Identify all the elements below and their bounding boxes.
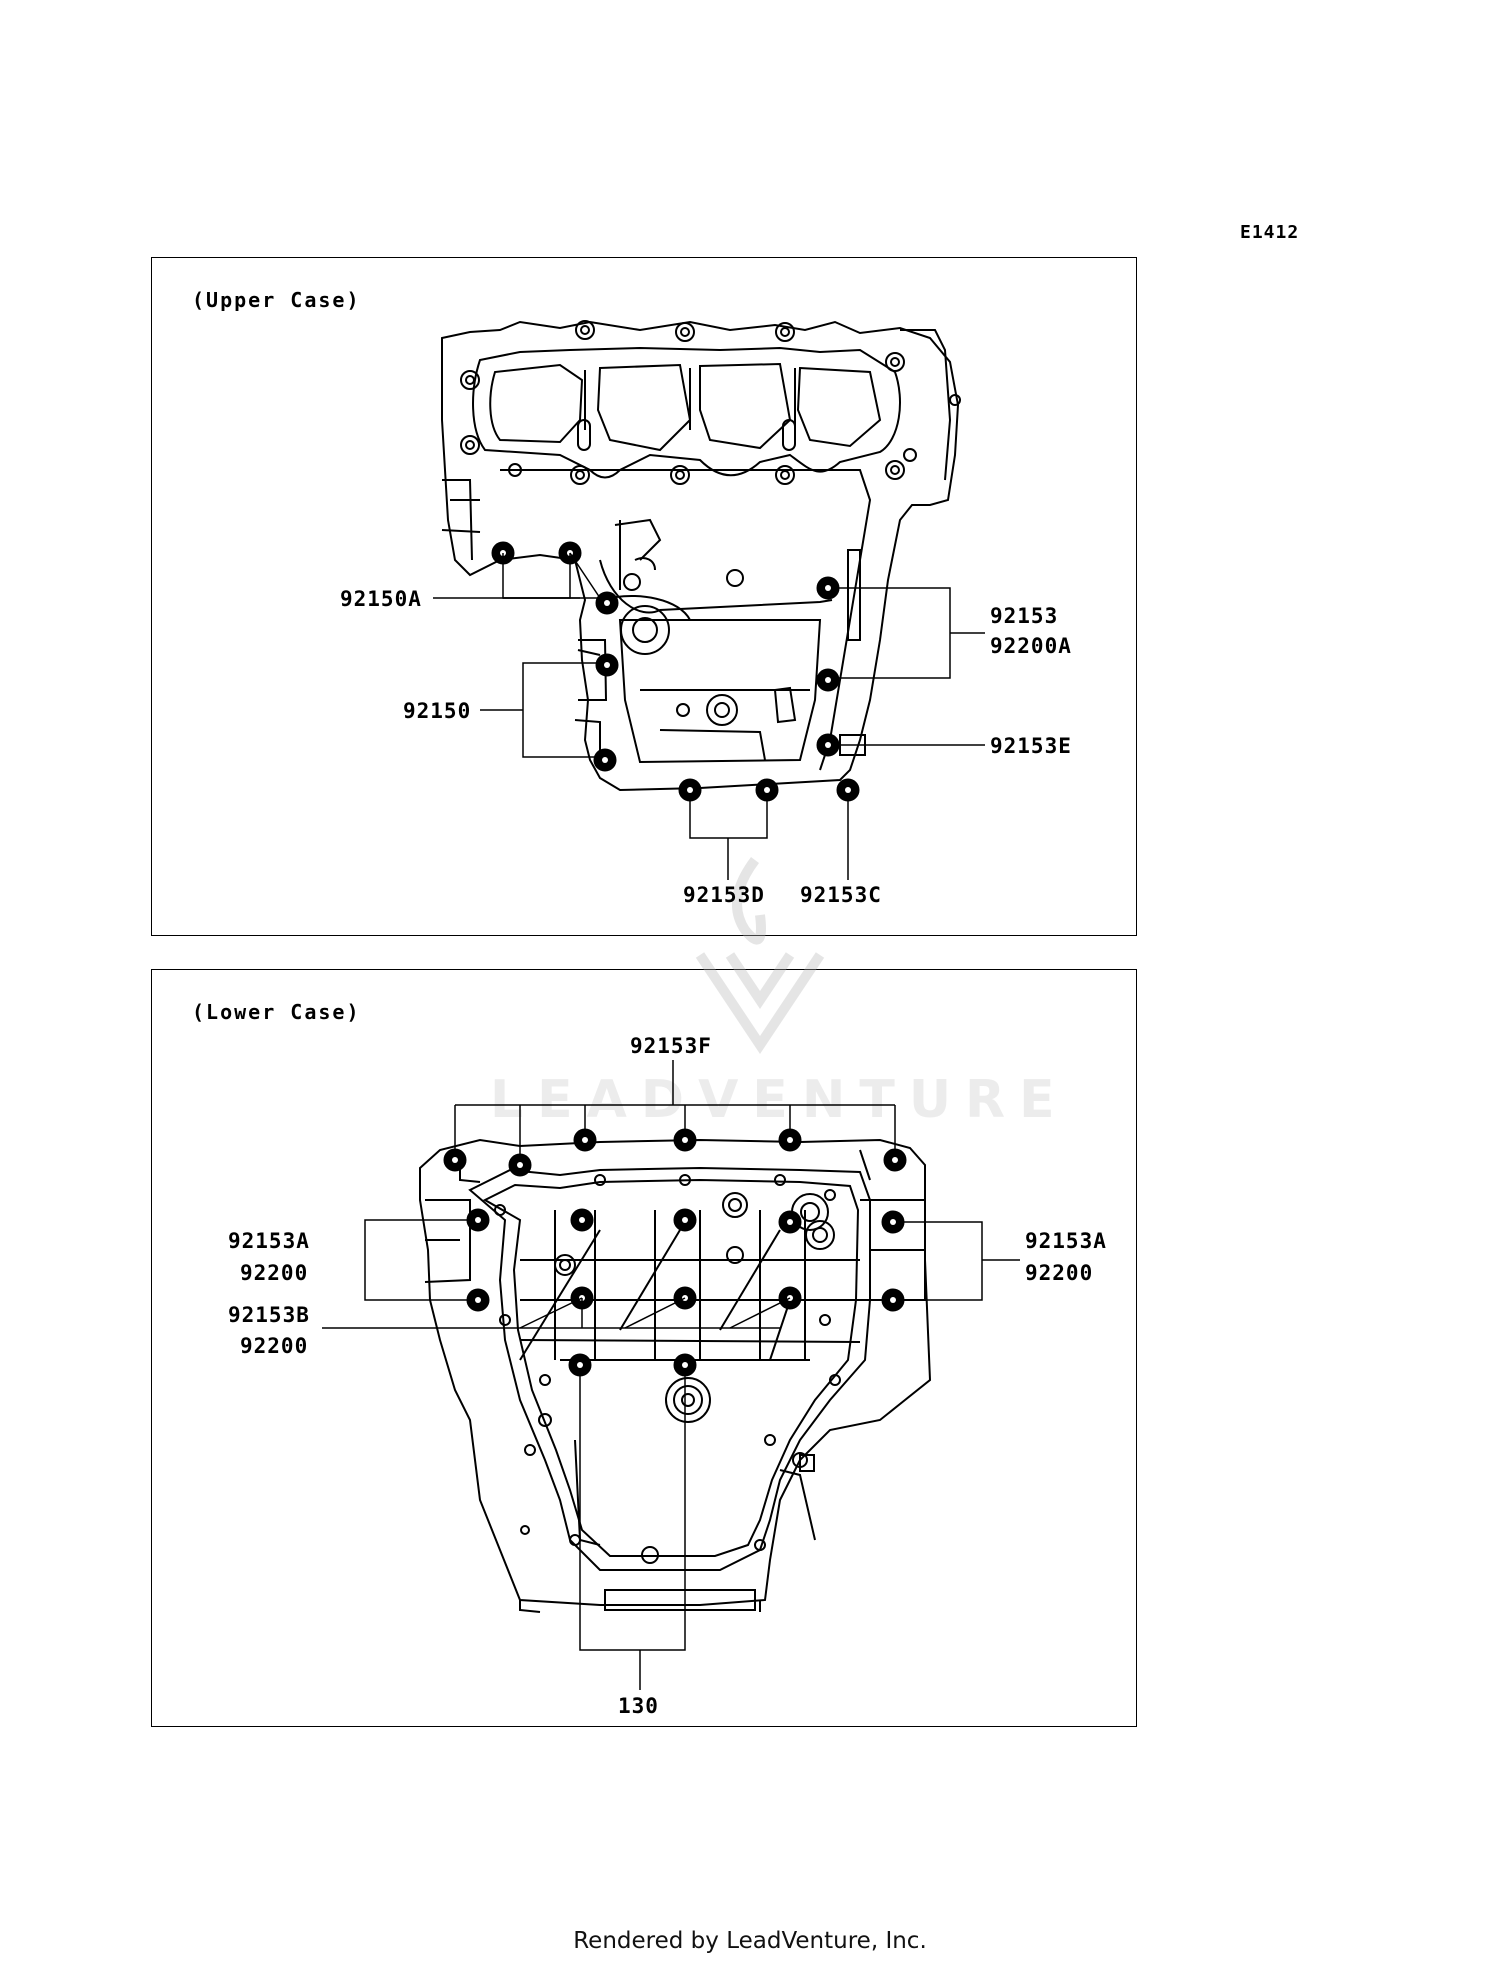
- label-92200-b: 92200: [240, 1334, 308, 1358]
- label-92153A-right: 92153A: [1025, 1229, 1107, 1253]
- watermark-logo: [695, 857, 825, 1055]
- label-92200-left: 92200: [240, 1261, 308, 1285]
- label-130: 130: [618, 1694, 659, 1718]
- upper-case-engine: [442, 321, 961, 792]
- upper-case-panel: (Upper Case): [151, 257, 1137, 936]
- label-92153: 92153: [990, 604, 1058, 628]
- lower-case-panel: (Lower Case): [151, 969, 1137, 1727]
- label-92153B: 92153B: [228, 1303, 310, 1327]
- lower-case-leaders: [322, 1060, 1020, 1690]
- lower-case-bolt-highlights: [452, 1137, 898, 1368]
- label-92153D: 92153D: [683, 883, 765, 907]
- watermark-text: LEADVENTURE: [490, 1070, 1069, 1130]
- upper-case-bolt-highlights: [500, 550, 851, 793]
- label-92150: 92150: [403, 699, 471, 723]
- label-92153F: 92153F: [630, 1034, 712, 1058]
- footer-credit: Rendered by LeadVenture, Inc.: [573, 1928, 927, 1954]
- label-92153A-left: 92153A: [228, 1229, 310, 1253]
- label-92200-right: 92200: [1025, 1261, 1093, 1285]
- lower-case-bolts: [443, 1128, 907, 1377]
- upper-case-leaders: [433, 552, 985, 880]
- diagram-code: E1412: [1240, 222, 1300, 243]
- label-92153C: 92153C: [800, 883, 882, 907]
- label-92200A: 92200A: [990, 634, 1072, 658]
- lower-case-title: (Lower Case): [192, 1000, 361, 1024]
- upper-case-title: (Upper Case): [192, 288, 361, 312]
- label-92150A: 92150A: [340, 587, 422, 611]
- lower-case-engine: [419, 1138, 932, 1613]
- label-92153E: 92153E: [990, 734, 1072, 758]
